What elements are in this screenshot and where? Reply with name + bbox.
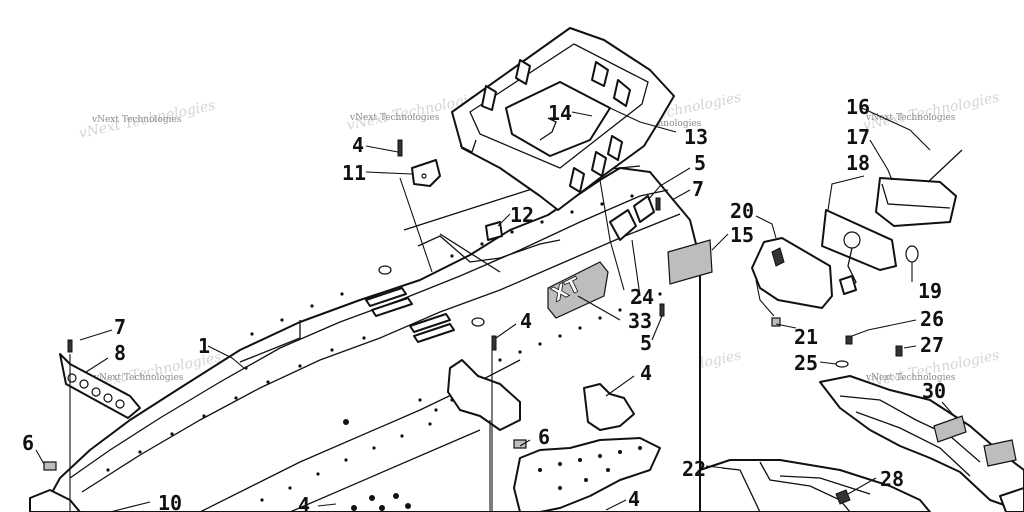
callout-16: 16: [846, 95, 870, 119]
callout-25: 25: [794, 351, 818, 375]
nut-28: [835, 489, 851, 505]
callout-7: 7: [692, 177, 704, 201]
clip-6b: [513, 439, 527, 449]
washer-25: [835, 360, 849, 368]
housing-20: [751, 237, 833, 309]
callout-5: 5: [694, 151, 706, 175]
screw-7a: [67, 339, 73, 353]
callout-28: 28: [880, 467, 904, 491]
callout-12: 12: [510, 203, 534, 227]
watermark: vNext Technologies: [865, 113, 956, 123]
callout-14: 14: [548, 101, 572, 125]
callout-8: 8: [114, 341, 126, 365]
callout-4: 4: [628, 487, 640, 511]
rear-flap: [699, 335, 1024, 512]
callout-6: 6: [538, 425, 550, 449]
callout-4: 4: [520, 309, 532, 333]
watermark: vNext Technologies: [865, 373, 956, 383]
callout-7: 7: [114, 315, 126, 339]
callout-19: 19: [918, 279, 942, 303]
callout-22: 22: [682, 457, 706, 481]
bracket-11: [411, 159, 441, 187]
callout-4: 4: [640, 361, 652, 385]
callout-11: 11: [342, 161, 366, 185]
taillight-assembly: [751, 149, 963, 327]
callout-5: 5: [640, 331, 652, 355]
rack-part: [451, 27, 675, 211]
callout-24: 24: [630, 285, 654, 309]
bolt-16: [927, 149, 963, 183]
bracket-lower-mid: [447, 359, 661, 512]
callout-13: 13: [684, 125, 708, 149]
callout-6: 6: [22, 431, 34, 455]
screw-5: [659, 303, 665, 317]
callout-4: 4: [352, 133, 364, 157]
clip-6: [43, 461, 57, 471]
latch-5: [633, 195, 655, 223]
latch-24: [609, 209, 637, 241]
callout-27: 27: [920, 333, 944, 357]
leader-lines: [35, 107, 957, 512]
watermark-ghost: vNext Technologies: [862, 89, 1001, 134]
xt-decal: XT: [547, 261, 609, 319]
watermark: vNext Technologies: [91, 115, 182, 125]
watermark: vNext Technologies: [93, 373, 184, 383]
callout-17: 17: [846, 125, 870, 149]
nut-21: [771, 317, 781, 327]
hardware: [43, 139, 713, 471]
callout-15: 15: [730, 223, 754, 247]
callout-4: 4: [298, 493, 310, 512]
callout-20: 20: [730, 199, 754, 223]
panel-30: [819, 375, 1024, 512]
reflector-15: [667, 239, 713, 285]
watermark: vNext Technologies: [349, 113, 440, 123]
callout-10: 10: [158, 491, 182, 512]
callout-30: 30: [922, 379, 946, 403]
screw-27: [895, 345, 903, 357]
callout-26: 26: [920, 307, 944, 331]
lens-17: [875, 177, 957, 227]
screw-4: [491, 335, 497, 351]
screw-4a: [397, 139, 403, 157]
callout-33: 33: [628, 309, 652, 333]
block-12: [485, 221, 503, 241]
bulb-19: [905, 245, 919, 263]
callout-1: 1: [198, 334, 210, 358]
callout-labels: 1 4 4 4 4 4 5 5 6 6 7 7 8 10 11 12 13 14…: [22, 95, 946, 512]
tunnel-part: XT: [29, 165, 701, 512]
callout-18: 18: [846, 151, 870, 175]
flap-22: [699, 459, 931, 512]
callout-21: 21: [794, 325, 818, 349]
screw-26: [845, 335, 853, 345]
screw-7: [655, 197, 661, 211]
